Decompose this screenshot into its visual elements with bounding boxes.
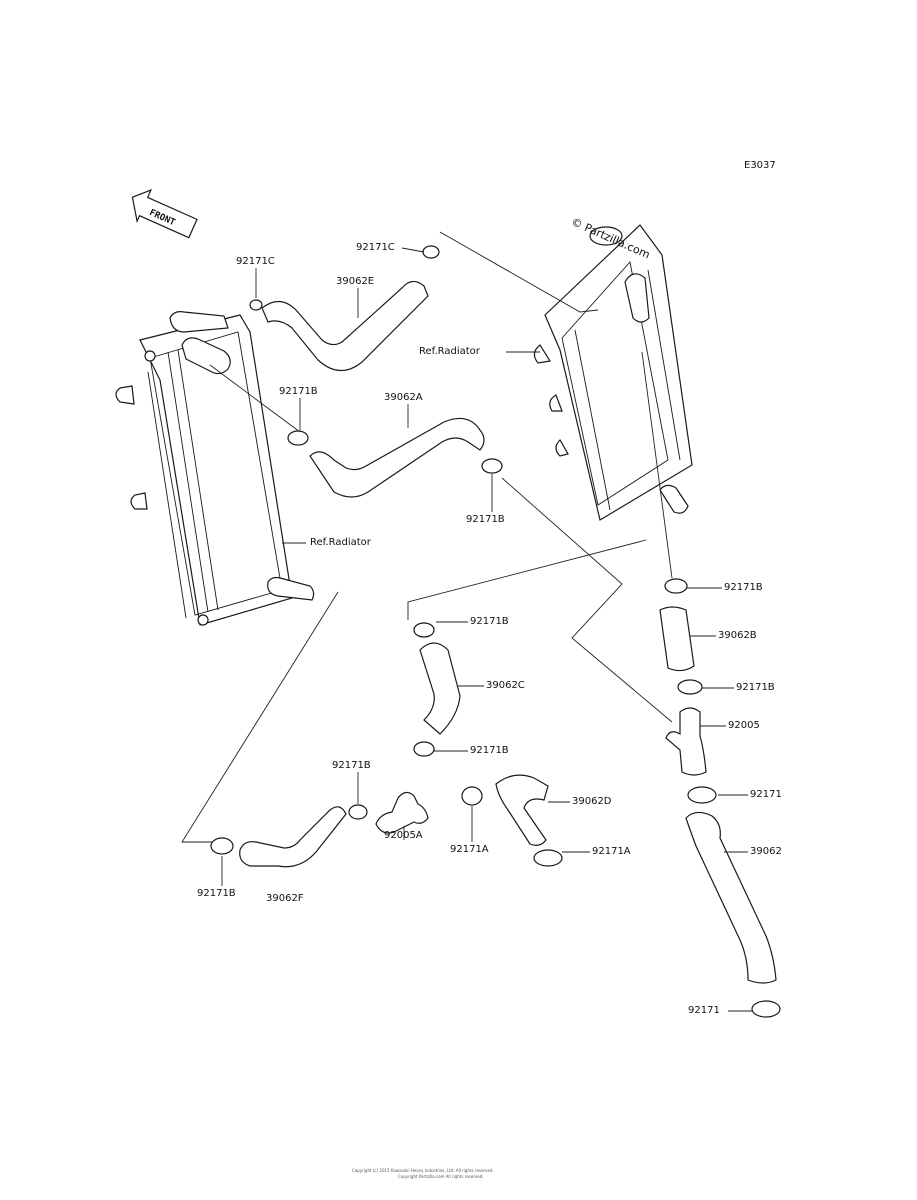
label-39062c: 39062C (486, 680, 525, 691)
label-92171b-e: 92171B (736, 682, 775, 693)
label-39062f: 39062F (266, 893, 304, 904)
label-39062d: 39062D (572, 796, 612, 807)
label-92005: 92005 (728, 720, 760, 731)
footer-line-1: Copyright (c) 2015 Kawasaki Heavy Indust… (352, 1168, 494, 1173)
hose-39062 (685, 811, 777, 984)
footer-line-2: Copyright Partzilla.com All rights reser… (398, 1174, 484, 1179)
hose-39062b (659, 606, 695, 672)
clamps (210, 245, 781, 1018)
label-ref-radiator-right: Ref.Radiator (419, 346, 480, 357)
label-92171b-b: 92171B (466, 514, 505, 525)
diagram-code: E3037 (744, 160, 776, 171)
label-92171-a: 92171 (750, 789, 782, 800)
label-92171a-a: 92171A (450, 844, 489, 855)
label-39062e: 39062E (336, 276, 375, 287)
hose-39062d (495, 774, 549, 846)
hose-39062a (309, 417, 485, 498)
label-92171c-top: 92171C (356, 242, 395, 253)
label-92171b-g: 92171B (332, 760, 371, 771)
fitting-92005a (375, 791, 429, 834)
hose-39062c (419, 642, 461, 735)
label-39062: 39062 (750, 846, 782, 857)
front-arrow-icon: FRONT (131, 189, 198, 239)
label-92171c-left: 92171C (236, 256, 275, 267)
label-92171b-h: 92171B (197, 888, 236, 899)
label-92171b-f: 92171B (470, 745, 509, 756)
label-92171-b: 92171 (688, 1005, 720, 1016)
left-radiator (115, 311, 315, 626)
label-92171b-d: 92171B (470, 616, 509, 627)
hose-39062f (239, 806, 347, 868)
reference-lines (181, 231, 673, 843)
label-39062b: 39062B (718, 630, 757, 641)
label-92171b-a: 92171B (279, 386, 318, 397)
right-radiator (533, 224, 693, 521)
label-92171a-b: 92171A (592, 846, 631, 857)
fitting-92005 (665, 707, 707, 776)
hose-39062e (261, 280, 429, 372)
label-92171b-c: 92171B (724, 582, 763, 593)
label-39062a: 39062A (384, 392, 423, 403)
label-92005a: 92005A (384, 830, 423, 841)
label-ref-radiator-left: Ref.Radiator (310, 537, 371, 548)
leader-lines (221, 247, 752, 1012)
